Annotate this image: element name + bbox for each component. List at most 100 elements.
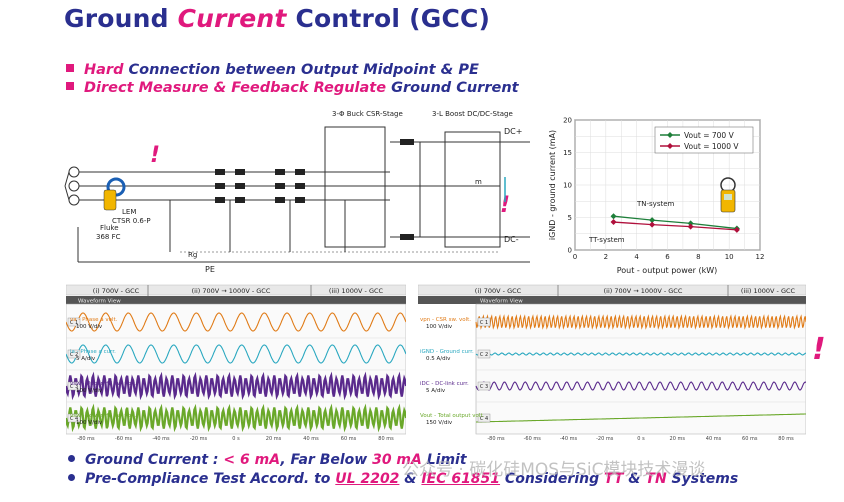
x-tick-label: 20 ms [670,436,686,442]
channel-scale: 100 V/div [76,324,103,330]
x-tick-label: 40 ms [706,436,722,442]
x-tick-label: 10 [725,253,734,261]
waveform-trace [66,371,406,401]
legend-1000v: Vout = 1000 V [684,142,739,151]
channel-tag: C 2 [480,352,488,358]
chart-series [610,213,740,233]
phase-header-i: (i) 700V - GCC [93,287,140,295]
y-tick-label: 5 [568,214,572,222]
channel-scale: 150 V/div [426,420,453,426]
y-axis-label: iGND - ground current (mA) [548,130,557,240]
slide-title: Ground Current Control (GCC) [64,4,491,33]
x-tick-label: -40 ms [560,436,578,442]
x-tick-label: -80 ms [77,436,95,442]
data-point [649,221,656,228]
channel-name: vpn - CSR sw. volt. [420,317,471,323]
x-axis-label: Pout - output power (kW) [617,266,718,275]
phase-header-iii: (iii) 1000V - GCC [329,287,384,295]
bullet-hard-connection: Hard Connection between Output Midpoint … [66,62,479,78]
waveform-trace [475,381,806,391]
stage2-label: 3-L Boost DC/DC-Stage [432,110,513,118]
bullet-direct-measure: Direct Measure & Feedback Regulate Groun… [66,80,519,96]
dc-minus-label: DC- [504,235,519,244]
channel-scale: 100 V/div [426,324,453,330]
data-point [733,226,740,233]
bullet-dot-icon [68,473,75,481]
waveform-trace [66,344,406,364]
channel-name: vsw - Upper HB sw. volt. [70,381,137,387]
channel-name: Vout - Total output volt. [420,413,485,419]
chart-legend: Vout = 700 V Vout = 1000 V [654,126,754,154]
phase-header-ii: (ii) 700V → 1000V - GCC [192,287,271,295]
rg-label: Rg [188,251,197,259]
channel-scale: 0.5 A/div [426,356,451,362]
bullet-dot-icon [68,454,75,462]
data-point [610,219,617,226]
series-line-0 [613,215,737,230]
stage1-label: 3-Φ Buck CSR-Stage [332,110,403,118]
right-oscilloscope-panel: (i) 700V - GCC (ii) 700V → 1000V - GCC (… [418,283,806,443]
ctsr-label: CTSR 0.6-P [112,217,151,225]
watermark-text: 公众号 · 碳化硅MOS与SiC模块技术漫谈 [402,460,706,480]
channel-tag: C 2 [70,352,78,358]
channel-name: iGND - Ground curr. [420,349,474,355]
channel-name: iDC - DC-link curr. [420,381,469,387]
x-tick-label: 2 [604,253,608,261]
channel-tag: C 4 [480,416,488,422]
data-point [687,223,694,230]
waveform-view-title: Waveform View [480,299,523,305]
x-tick-label: 0 [573,253,577,261]
x-tick-label: 6 [665,253,670,261]
x-tick-label: 80 ms [378,436,394,442]
fluke-model: 368 FC [96,233,121,241]
channel-tag: C 1 [480,320,488,326]
midpoint-m-label: m [475,178,482,186]
x-tick-label: -20 ms [596,436,614,442]
channel-scale: 100 V/div [76,420,103,426]
exclamation-icon: ! [500,193,510,218]
lem-label: LEM [122,208,136,216]
channel-tag: C 3 [70,384,78,390]
fluke-meter-icon [103,189,117,211]
data-point [610,213,617,220]
channel-tag: C 1 [70,320,78,326]
x-tick-label: 80 ms [778,436,794,442]
bottom-bullet-ground-current: Ground Current : < 6 mA, Far Below 30 mA… [68,452,467,468]
phase-header-i: (i) 700V - GCC [475,287,522,295]
waveform-trace [66,312,406,332]
waveform-trace [66,403,406,433]
data-point [649,217,656,224]
legend-700v: Vout = 700 V [684,131,735,140]
bullet-square-icon [66,82,74,90]
channel-tag: C 4 [70,416,78,422]
phase-header-iii: (iii) 1000V - GCC [741,287,796,295]
data-point [687,220,694,227]
x-tick-label: 20 ms [266,436,282,442]
y-tick-label: 10 [563,182,572,190]
y-tick-label: 20 [563,117,572,125]
x-tick-label: 0 s [232,436,240,442]
phase-header-ii: (ii) 700V → 1000V - GCC [604,287,683,295]
left-oscilloscope-panel: (i) 700V - GCC (ii) 700V → 1000V - GCC (… [66,283,406,443]
annotation-tn-system: TN-system [636,200,675,208]
fluke-clamp-icon [720,177,736,213]
channel-scale: 100 V/div [76,388,103,394]
y-tick-label: 0 [568,247,572,255]
x-tick-label: -40 ms [152,436,170,442]
annotation-tt-system: TT-system [588,236,625,244]
x-tick-label: 4 [634,253,639,261]
x-tick-label: 40 ms [303,436,319,442]
exclamation-icon: ! [812,332,826,367]
x-tick-label: -80 ms [487,436,505,442]
waveform-view-title: Waveform View [78,299,121,305]
waveform-trace [475,352,806,356]
x-tick-label: 60 ms [341,436,357,442]
x-tick-label: 8 [696,253,700,261]
circuit-schematic: 3-Φ Buck CSR-Stage 3-L Boost DC/DC-Stage… [64,110,530,274]
exclamation-icon: ! [150,143,160,168]
channel-tag: C 3 [480,384,488,390]
channel-name: va - Phase a volt. [70,317,118,323]
x-tick-label: -60 ms [524,436,542,442]
channel-scale: 5 A/div [76,356,96,362]
